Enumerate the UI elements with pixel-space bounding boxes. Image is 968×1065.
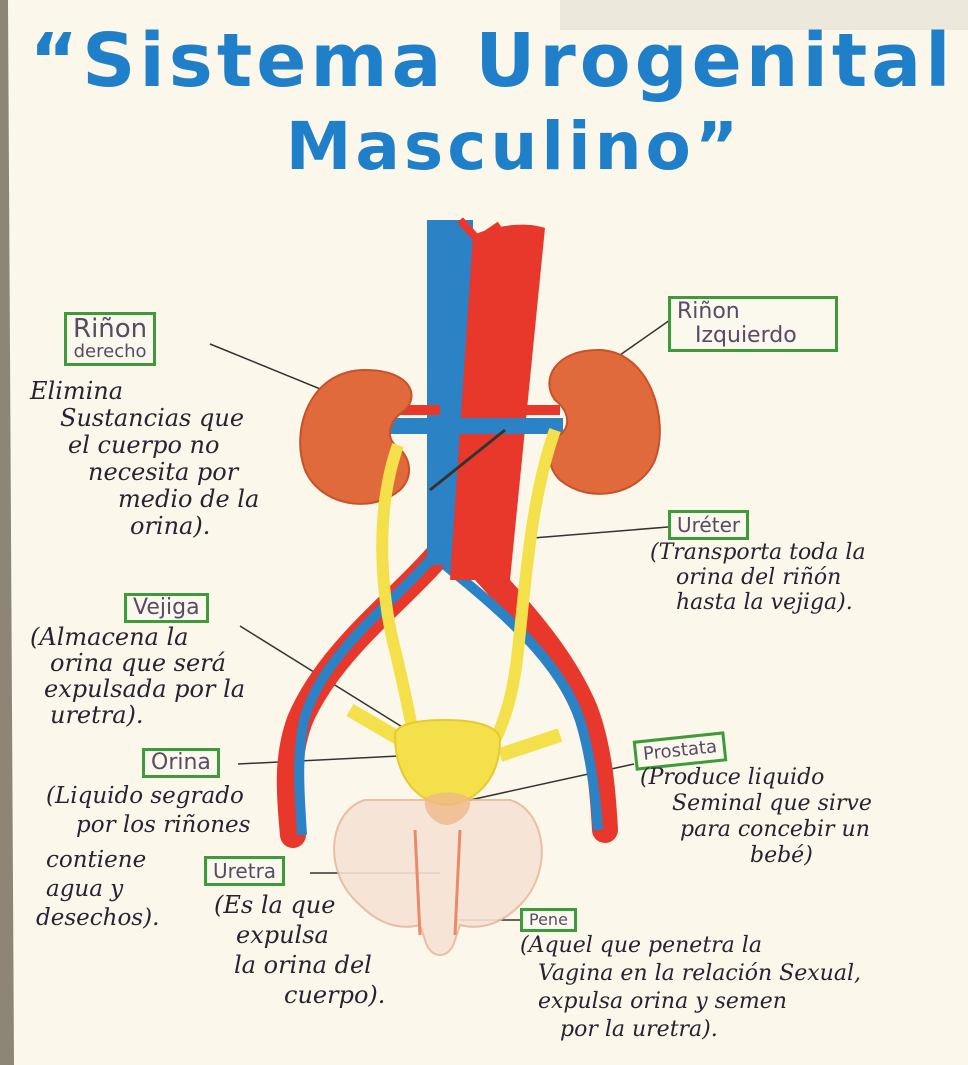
label-rinon-izquierdo: Riñon Izquierdo (668, 296, 838, 352)
desc-ureter: (Transporta toda la orina del riñón hast… (650, 540, 866, 615)
desc-line: por los riñones (46, 811, 250, 840)
desc-line: (Liquido segrado (46, 782, 250, 811)
label-line: Riñon (73, 316, 147, 342)
desc-prostata: (Produce liquido Seminal que sirve para … (640, 765, 872, 869)
label-vejiga: Vejiga (124, 593, 209, 623)
desc-line: la orina del (214, 950, 385, 980)
desc-line: el cuerpo no (30, 432, 259, 459)
label-orina: Orina (142, 748, 220, 778)
desc-line: orina). (30, 513, 259, 540)
desc-uretra: (Es la que expulsa la orina del cuerpo). (214, 890, 385, 1010)
desc-line: necesita por (30, 459, 259, 486)
desc-line: (Transporta toda la (650, 540, 866, 565)
desc-line: (Es la que (214, 890, 385, 920)
desc-line: expulsa (214, 920, 385, 950)
desc-line: para concebir un (640, 817, 872, 843)
desc-pene: (Aquel que penetra la Vagina en la relac… (520, 932, 861, 1044)
label-line: derecho (73, 342, 147, 362)
desc-line: hasta la vejiga). (650, 590, 866, 615)
page-title: “Sistema Urogenital (8, 18, 968, 104)
desc-line: (Aquel que penetra la (520, 932, 861, 960)
label-uretra: Uretra (204, 856, 285, 886)
page-subtitle: Masculino” (30, 108, 968, 185)
desc-line: orina que será (30, 650, 245, 676)
desc-vejiga: (Almacena la orina que será expulsada po… (30, 624, 245, 728)
label-ureter: Uréter (668, 510, 749, 540)
desc-line: expulsa orina y semen (520, 988, 861, 1016)
desc-line: por la uretra). (520, 1016, 861, 1044)
label-pene: Pene (520, 908, 577, 932)
label-line: Riñon (677, 300, 829, 324)
desc-line: bebé) (640, 843, 872, 869)
desc-rinon-derecho: Elimina Sustancias que el cuerpo no nece… (30, 378, 259, 540)
label-line: Izquierdo (677, 324, 829, 348)
desc-line: expulsada por la (30, 676, 245, 702)
desc-line: orina del riñón (650, 565, 866, 590)
desc-line: Elimina (30, 378, 259, 405)
desc-line: cuerpo). (214, 980, 385, 1010)
desc-line: (Almacena la (30, 624, 245, 650)
desc-line: Sustancias que (30, 405, 259, 432)
desc-line: (Produce liquido (640, 765, 872, 791)
desc-line: medio de la (30, 486, 259, 513)
desc-line: Vagina en la relación Sexual, (520, 960, 861, 988)
desc-line: uretra). (30, 702, 245, 728)
label-rinon-derecho: Riñon derecho (64, 312, 156, 366)
desc-line: Seminal que sirve (640, 791, 872, 817)
